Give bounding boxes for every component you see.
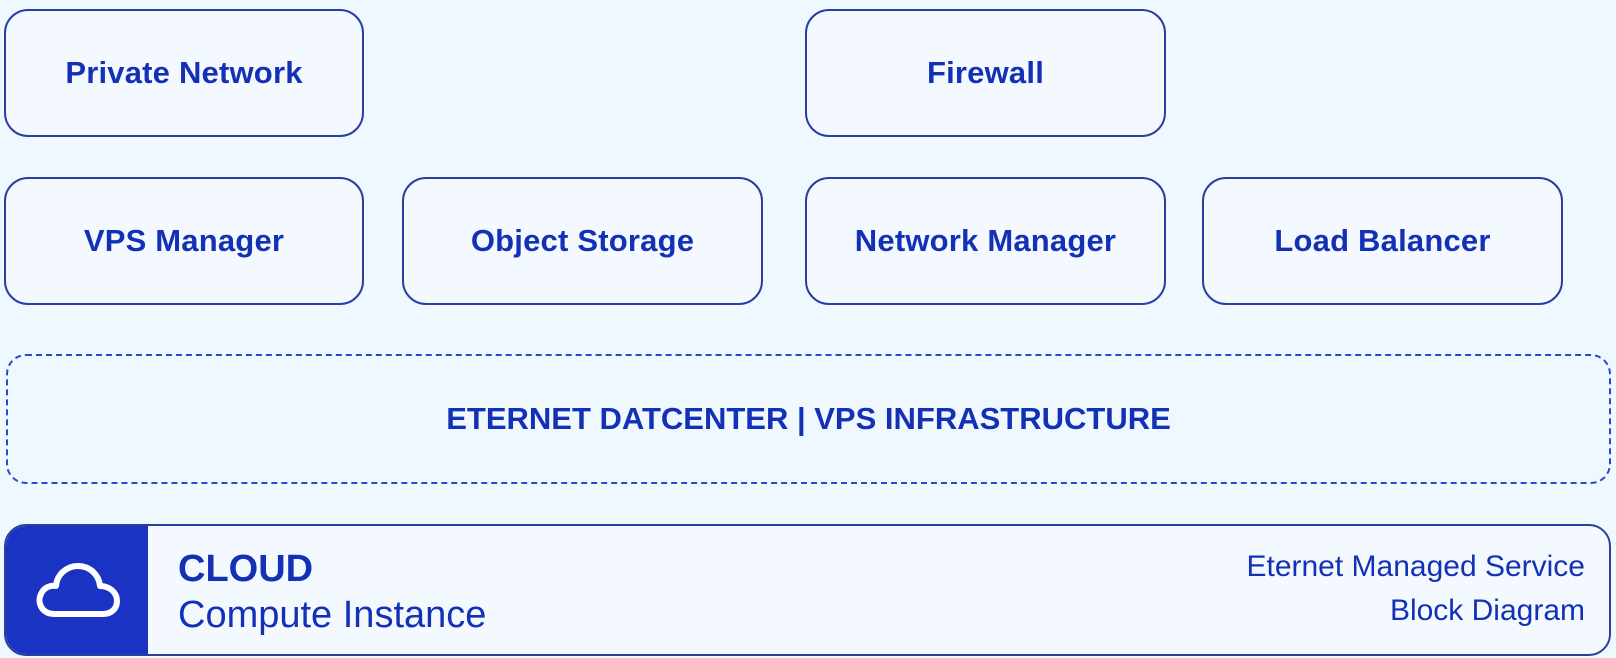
network-manager-block: Network Manager	[805, 177, 1166, 305]
object-storage-label: Object Storage	[470, 223, 695, 258]
vps-manager-block: VPS Manager	[4, 177, 364, 305]
load-balancer-label: Load Balancer	[1274, 223, 1491, 258]
infrastructure-band: ETERNET DATCENTER | VPS INFRASTRUCTURE	[6, 354, 1611, 484]
vps-manager-label: VPS Manager	[83, 223, 285, 258]
object-storage-block: Object Storage	[402, 177, 763, 305]
cloud-subtitle: Compute Instance	[178, 594, 487, 636]
block-diagram-label: Block Diagram	[1389, 594, 1585, 627]
network-manager-label: Network Manager	[854, 223, 1117, 258]
cloud-icon	[36, 563, 120, 617]
load-balancer-block: Load Balancer	[1202, 177, 1563, 305]
firewall-block: Firewall	[805, 9, 1166, 137]
cloud-icon-tile	[6, 526, 148, 654]
firewall-label: Firewall	[926, 55, 1045, 90]
cloud-title: CLOUD	[178, 548, 314, 590]
private-network-block: Private Network	[4, 9, 364, 137]
private-network-label: Private Network	[65, 55, 303, 90]
cloud-compute-bar: CLOUD Compute Instance Eternet Managed S…	[4, 524, 1611, 656]
infrastructure-label: ETERNET DATCENTER | VPS INFRASTRUCTURE	[446, 401, 1171, 436]
managed-service-label: Eternet Managed Service	[1246, 550, 1585, 583]
